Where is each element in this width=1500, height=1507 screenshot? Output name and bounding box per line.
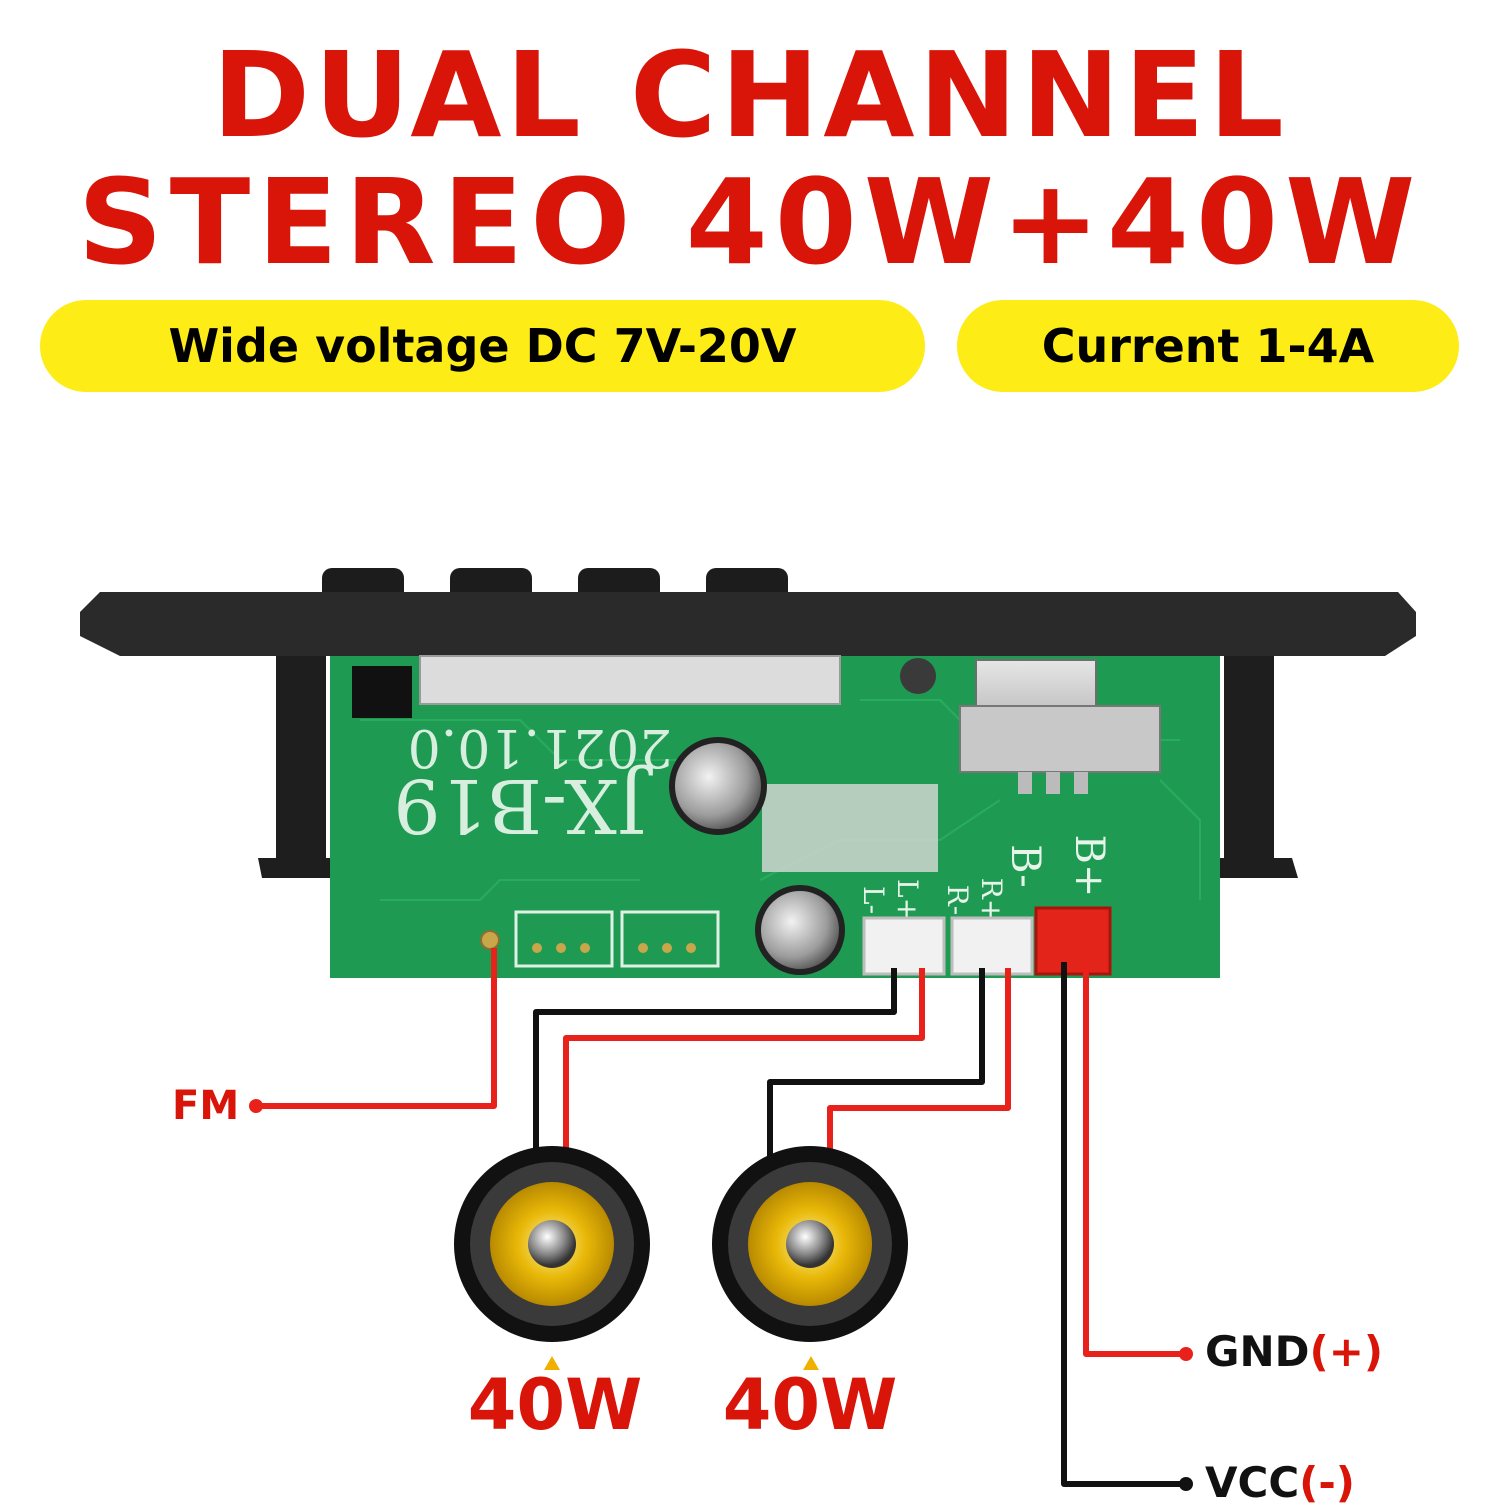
board-date-text: 2021.10.0 <box>408 717 673 777</box>
front-panel <box>80 592 1416 656</box>
current-badge: Current 1-4A <box>957 300 1459 392</box>
wire-right-plus <box>827 968 1011 1160</box>
vcc-label-text: VCC <box>1205 1458 1300 1507</box>
wires <box>258 948 1184 1487</box>
gnd-label-text: GND <box>1205 1327 1310 1376</box>
title-line-2: STEREO 40W+40W <box>77 153 1423 291</box>
gnd-label: GND(+) <box>1205 1331 1383 1373</box>
pin-label-b-plus: B+ <box>1066 835 1112 898</box>
fm-pad <box>480 930 500 950</box>
mount-foot-right <box>1206 858 1298 878</box>
left-speaker-power: 40W <box>467 1364 643 1446</box>
title-line-1: DUAL CHANNEL <box>212 26 1288 164</box>
capacitor-bottom <box>755 885 845 975</box>
sd-slot-block <box>352 666 412 718</box>
right-speaker-power: 40W <box>722 1364 898 1446</box>
usb-port <box>959 659 1161 794</box>
triangle-marker-left <box>544 1356 560 1370</box>
vcc-polarity: (-) <box>1299 1458 1355 1507</box>
pin-label-l-minus: L- <box>857 886 890 914</box>
battery-connector <box>1034 906 1112 976</box>
mount-post-right <box>1224 656 1274 866</box>
wire-gnd <box>1083 962 1184 1357</box>
amplifier-chip <box>762 784 938 872</box>
mount-post-left <box>276 656 326 866</box>
ir-receiver <box>900 658 936 694</box>
wire-right-minus <box>767 968 985 1160</box>
current-badge-text: Current 1-4A <box>1041 319 1375 373</box>
header-pins <box>532 943 696 953</box>
wire-fm <box>258 948 497 1109</box>
gnd-polarity: (+) <box>1309 1327 1384 1376</box>
sd-card-slot <box>419 655 841 705</box>
pin-label-b-minus: B- <box>1002 844 1048 888</box>
voltage-badge: Wide voltage DC 7V-20V <box>40 300 925 392</box>
pin-label-r-plus: R+ <box>975 878 1008 923</box>
right-speaker-connector <box>950 916 1034 976</box>
pin-label-l-plus: L+ <box>891 879 924 921</box>
con2-header <box>514 910 614 968</box>
vcc-dot <box>1179 1477 1193 1491</box>
con1-header <box>620 910 720 968</box>
speaker-left <box>454 1146 650 1342</box>
speaker-right <box>712 1146 908 1342</box>
mount-foot-left <box>258 858 350 878</box>
gnd-dot <box>1179 1347 1193 1361</box>
pin-label-r-minus: R- <box>941 885 974 916</box>
wire-vcc <box>1061 962 1184 1487</box>
vcc-label: VCC(-) <box>1205 1462 1355 1504</box>
capacitor-top <box>669 737 767 835</box>
fm-label: FM <box>172 1083 240 1129</box>
fm-dot <box>249 1099 263 1113</box>
pin-labels: B+ B- R+ R- L+ L- <box>857 835 1112 923</box>
board-model-text: JX-B19 <box>393 762 653 848</box>
wire-left-minus <box>533 968 897 1160</box>
voltage-badge-text: Wide voltage DC 7V-20V <box>168 319 797 373</box>
triangle-marker-right <box>803 1356 819 1370</box>
left-speaker-connector <box>862 916 946 976</box>
wire-left-plus <box>563 968 925 1160</box>
